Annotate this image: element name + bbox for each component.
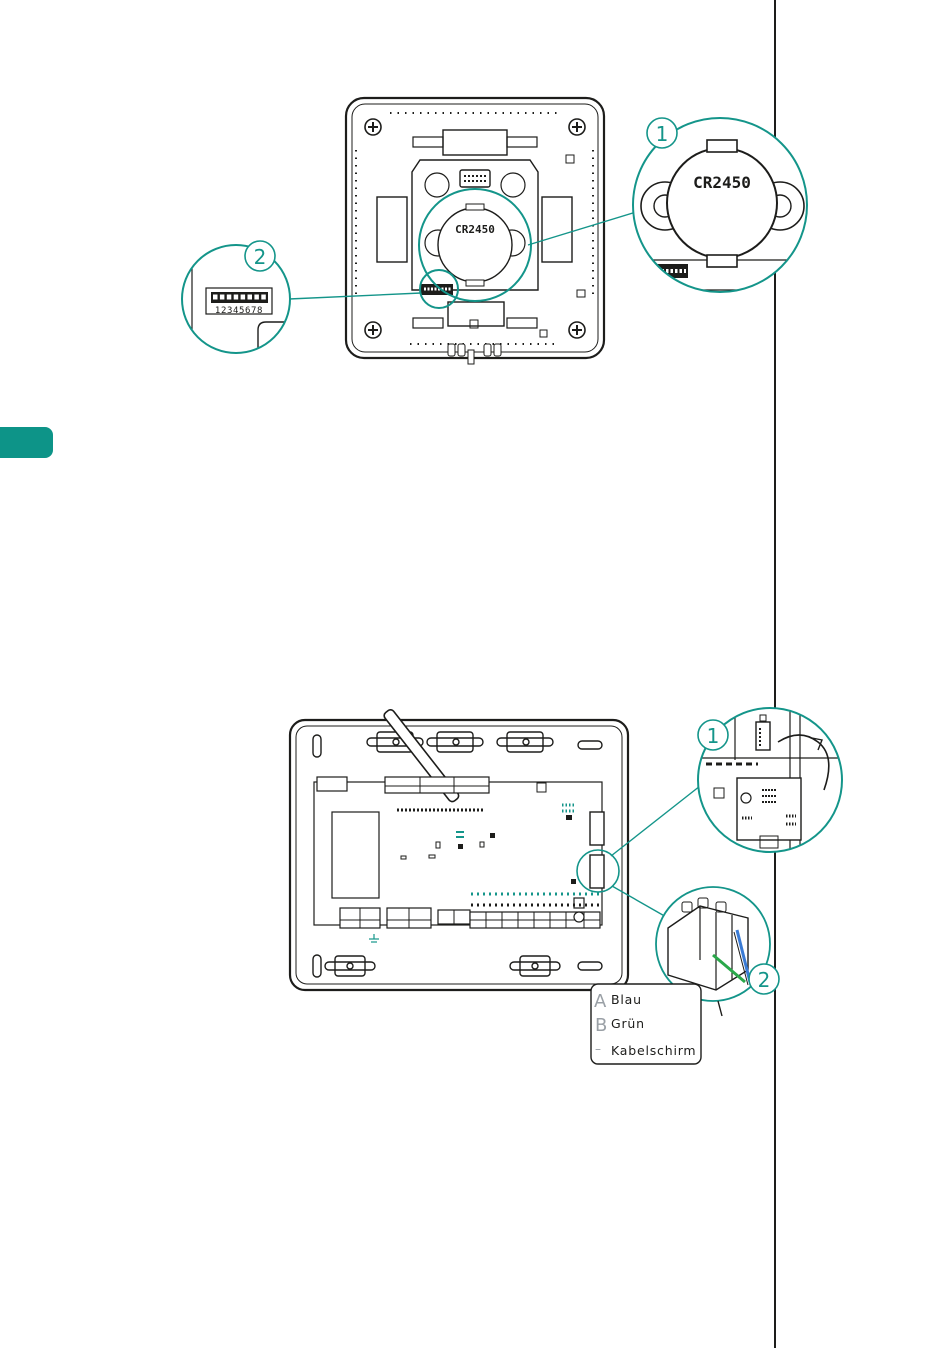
dip-switch-numbers: 12345678: [215, 306, 263, 316]
svg-text:2: 2: [758, 968, 771, 992]
legend-text-b: Grün: [611, 1016, 645, 1031]
legend-text-shield: Kabelschirm: [611, 1043, 696, 1058]
callout-1-top: 1: [647, 118, 677, 148]
thermostat-backplate: CR2450: [346, 98, 604, 364]
battery-zoom-label: CR2450: [693, 173, 751, 192]
battery-label: CR2450: [455, 223, 495, 236]
callout-2-bottom: 2: [749, 964, 779, 994]
callout-2-top: 2: [245, 241, 275, 271]
svg-text:1: 1: [707, 724, 720, 748]
callout-1-bottom: 1: [698, 720, 728, 750]
legend-key-shield: –: [595, 1042, 601, 1056]
legend-key-a: A: [594, 991, 607, 1012]
svg-text:2: 2: [254, 245, 267, 269]
dip-switch-zoom: 12345678: [182, 240, 300, 360]
central-unit-box: [290, 708, 628, 990]
svg-text:1: 1: [656, 122, 669, 146]
wire-color-legend: A Blau B Grün – Kabelschirm: [591, 984, 701, 1064]
legend-key-b: B: [595, 1015, 607, 1036]
legend-text-a: Blau: [611, 992, 642, 1007]
